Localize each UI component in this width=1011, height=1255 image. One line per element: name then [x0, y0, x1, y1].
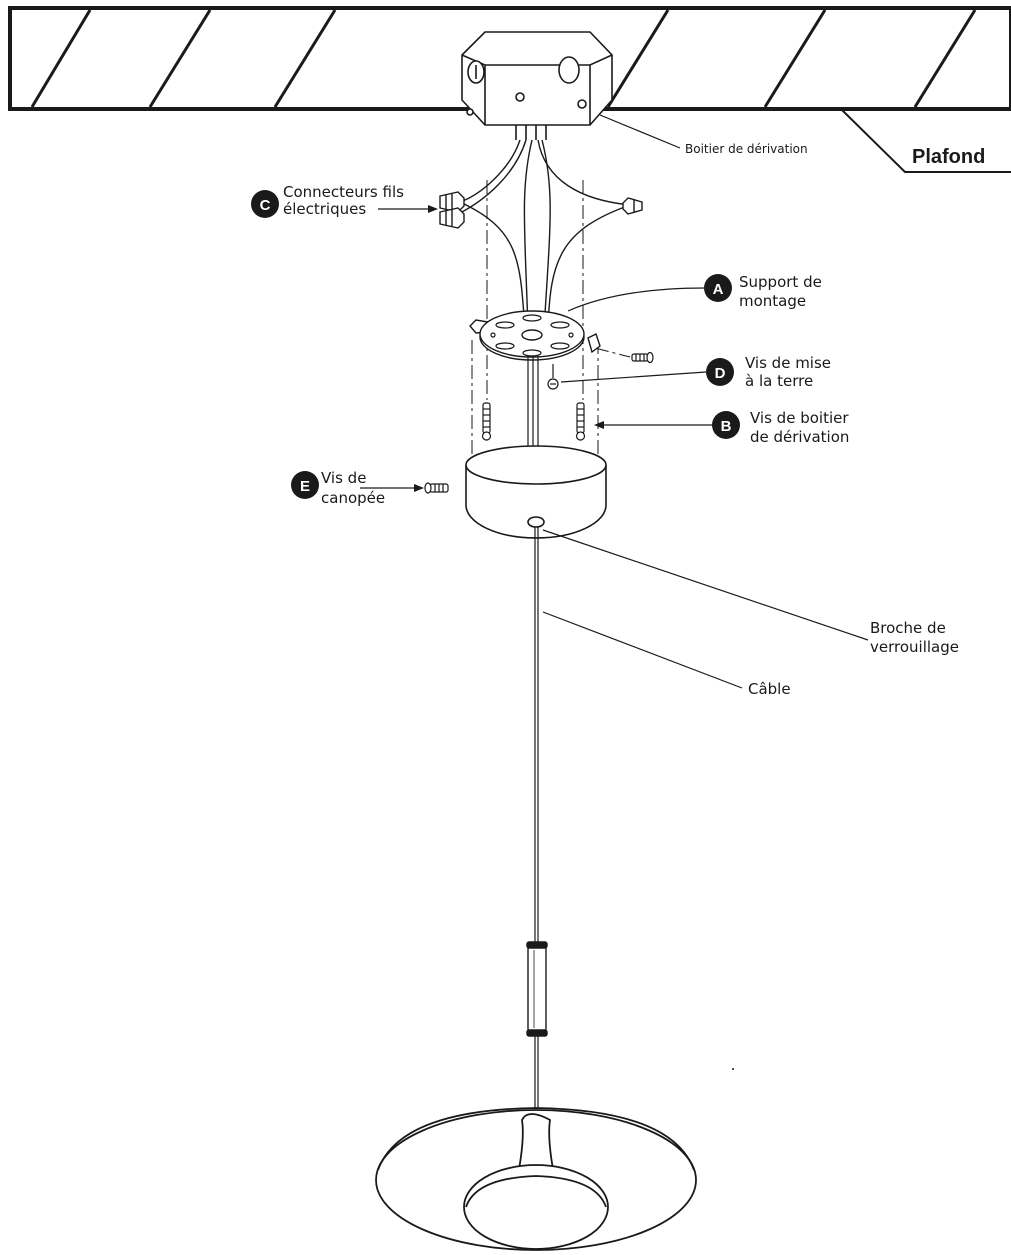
alignment-lines: [471, 180, 631, 460]
locking-pin-label-line2: verrouillage: [870, 638, 959, 656]
center-wires: [527, 356, 539, 458]
mounting-bracket: [469, 310, 601, 361]
svg-text:D: D: [715, 365, 726, 382]
mounting-bracket-label-line2: montage: [739, 292, 806, 310]
ceiling-leader: [841, 109, 1011, 173]
canopy-screw-label-line2: canopée: [321, 489, 385, 507]
svg-text:B: B: [721, 418, 732, 435]
locking-pin-label-line1: Broche de: [870, 619, 946, 637]
junction-box: [461, 31, 613, 140]
side-screw: [631, 351, 654, 364]
badge-a: A: [704, 274, 732, 302]
stray-mark: [732, 1068, 734, 1070]
ground-screw-label-line1: Vis de mise: [745, 354, 831, 372]
suspension-cable: [534, 527, 539, 1108]
junction-box-screws-label-line1: Vis de boitier: [750, 409, 849, 427]
junction-box-screw-left: [481, 402, 492, 441]
wire-connectors: [439, 191, 643, 229]
ground-screw: [547, 364, 559, 390]
locking-pin-leader: [542, 529, 869, 641]
canopy-screw-label-line1: Vis de: [321, 469, 366, 487]
mounting-bracket-leader: [567, 287, 706, 312]
mounting-bracket-label-line1: Support de: [739, 273, 822, 291]
badge-c: C: [251, 190, 279, 218]
svg-text:C: C: [260, 197, 271, 214]
junction-box-label: Boitier de dérivation: [685, 142, 808, 156]
pendant-shade: [375, 1107, 697, 1251]
canopy-screw: [424, 482, 449, 494]
svg-text:E: E: [300, 478, 310, 495]
junction-box-leader: [599, 114, 681, 149]
wire-connectors-label-line1: Connecteurs fils: [283, 183, 404, 201]
cable-gripper: [526, 941, 548, 1037]
badge-e: E: [291, 471, 319, 499]
badge-b: B: [712, 411, 740, 439]
badge-d: D: [706, 358, 734, 386]
svg-text:A: A: [713, 281, 724, 298]
canopy: [465, 445, 607, 539]
junction-box-screw-right: [575, 402, 586, 441]
cable-label: Câble: [748, 680, 791, 698]
wire-connectors-label-line2: électriques: [283, 200, 366, 218]
ground-screw-label-line2: à la terre: [745, 372, 813, 390]
wires: [459, 139, 631, 331]
junction-box-screws-label-line2: de dérivation: [750, 428, 849, 446]
cable-leader: [542, 611, 743, 689]
ceiling-label: Plafond: [912, 146, 985, 168]
ground-screw-leader: [560, 371, 707, 383]
